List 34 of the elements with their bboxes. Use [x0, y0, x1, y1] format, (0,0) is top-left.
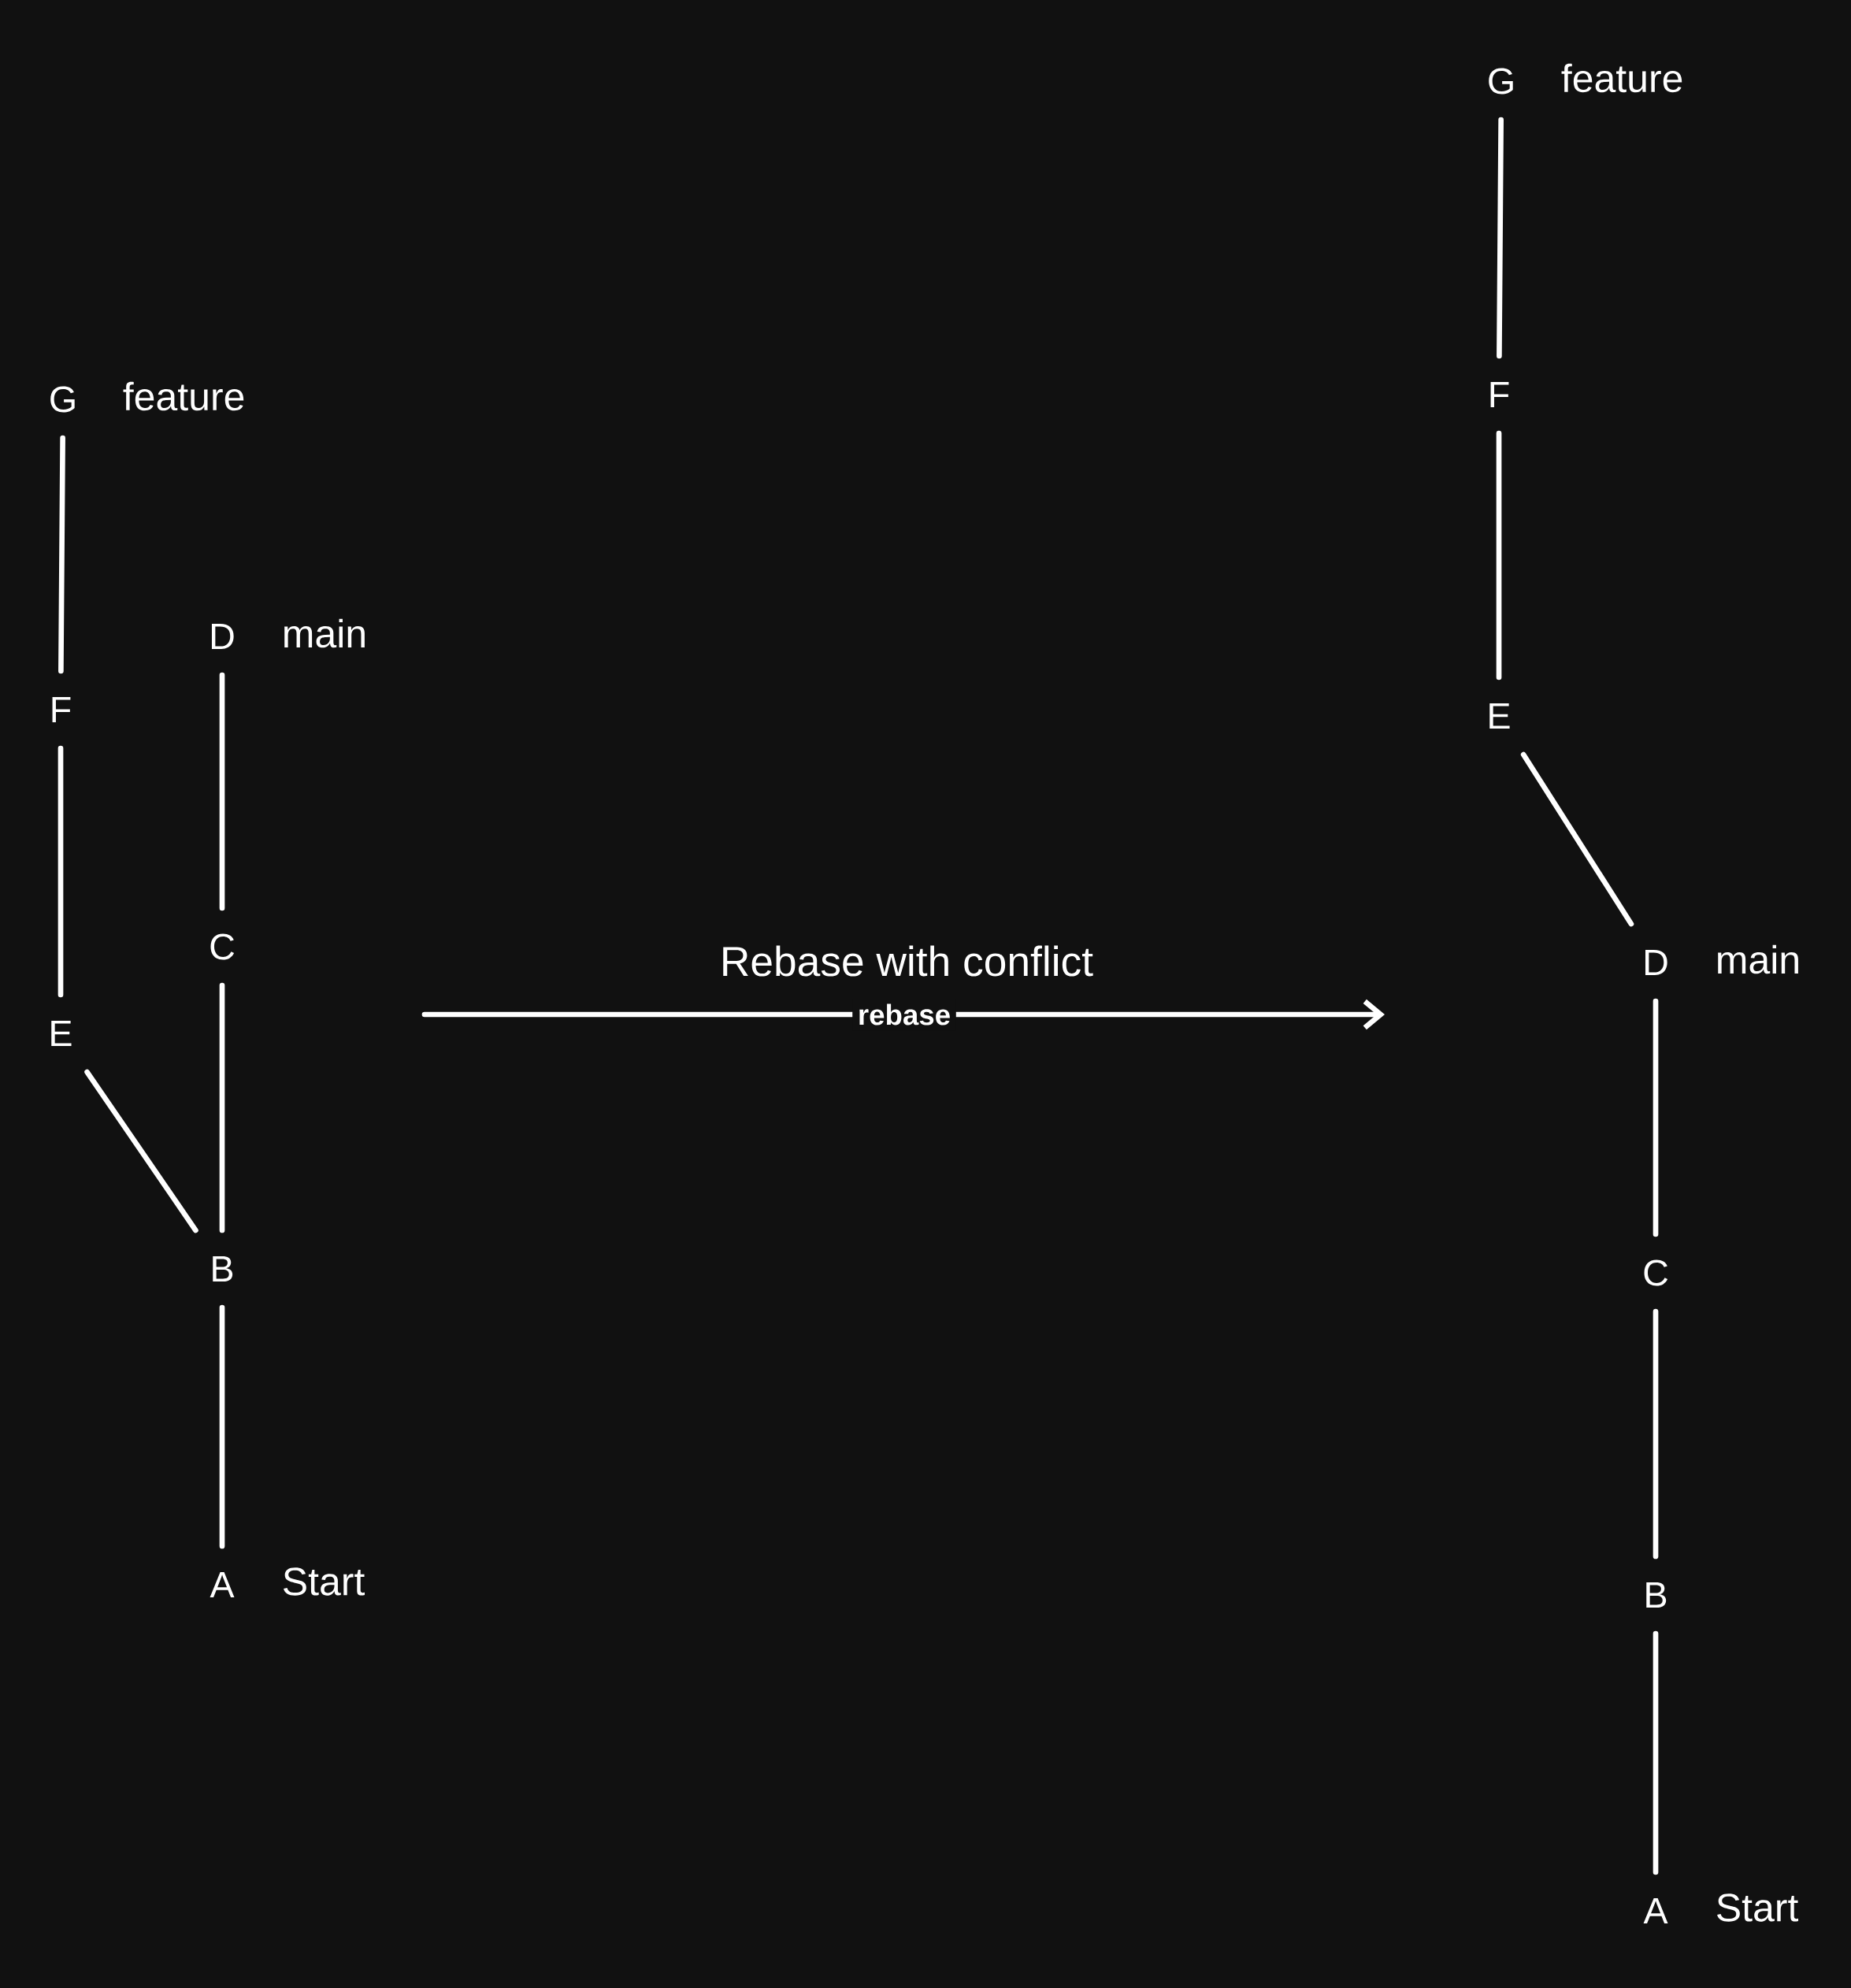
commit-label: G: [1489, 68, 1513, 95]
commit-label: G: [50, 386, 75, 413]
commit-label: F: [1490, 381, 1509, 408]
connector-line: [219, 982, 225, 1233]
arrow-label: rebase: [852, 998, 956, 1031]
title: Rebase with conflict: [723, 945, 1093, 977]
commit-label: E: [51, 1020, 72, 1047]
connector-line: [1497, 117, 1504, 359]
connector-line: [1653, 998, 1659, 1237]
branch-label: Start: [284, 1567, 365, 1596]
commit-label: E: [1489, 703, 1510, 729]
commit-label: B: [213, 1255, 233, 1282]
commit-label: C: [210, 933, 235, 960]
commit-label: A: [1643, 1898, 1668, 1924]
commit-label: D: [1645, 949, 1667, 976]
connector-line: [58, 435, 65, 674]
branch-label: feature: [123, 381, 244, 411]
connector-line: [219, 672, 225, 911]
connector-line: [1496, 430, 1502, 681]
branch-label: Start: [1717, 1893, 1799, 1922]
commit-label: F: [52, 696, 71, 723]
branch-label: main: [284, 618, 365, 648]
connector-line: [1653, 1630, 1659, 1875]
commit-label: C: [1644, 1259, 1668, 1286]
commit-label: D: [211, 623, 234, 650]
connector-line: [219, 1304, 225, 1549]
connector-line: [84, 1069, 198, 1233]
connector-line: [57, 745, 64, 998]
connector-line: [1520, 751, 1634, 927]
commit-label: B: [1646, 1582, 1667, 1608]
commit-label: A: [210, 1572, 235, 1598]
branch-label: main: [1718, 944, 1798, 974]
connector-line: [1653, 1308, 1659, 1560]
branch-label: feature: [1561, 63, 1682, 93]
